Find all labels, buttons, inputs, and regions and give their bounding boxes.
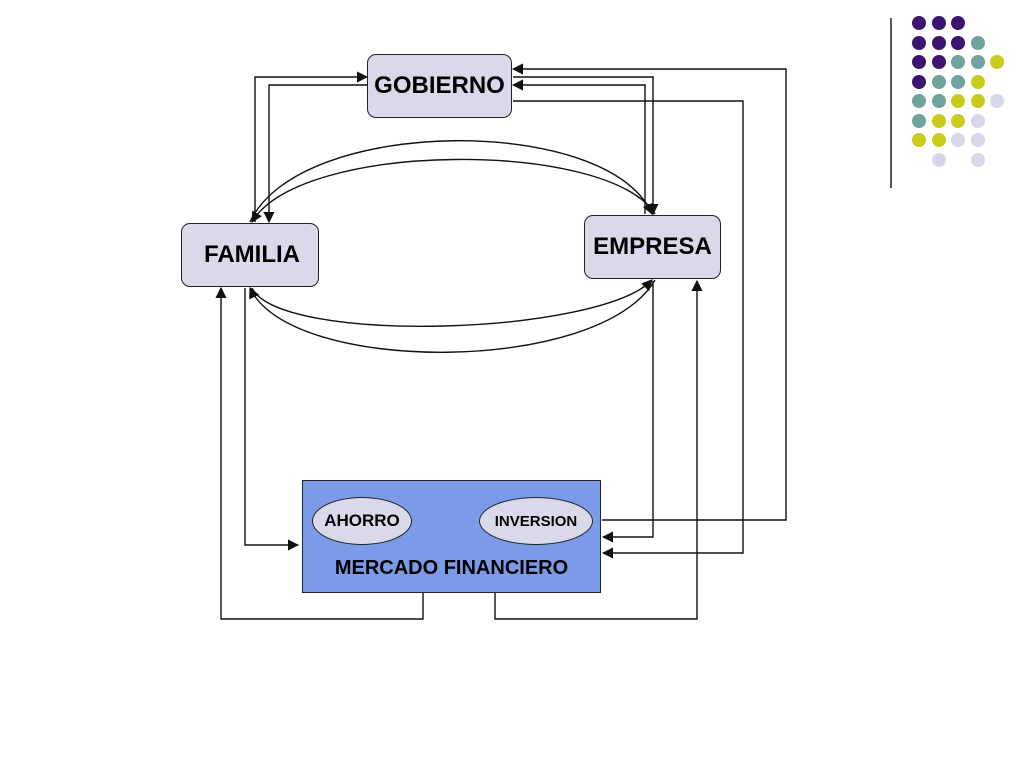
decorative-dot [931,133,946,147]
decorative-dot [990,55,1004,69]
arrow-empresa-to-mercado [601,281,654,543]
arc-familia-to-empresa-outer [249,140,654,223]
node-ahorro: AHORRO [312,497,412,545]
decorative-dot [970,55,985,69]
node-inversion-label: INVERSION [494,512,578,530]
arrow-gobierno-to-empresa [513,76,659,216]
node-gobierno-label: GOBIERNO [374,72,505,99]
decorative-dot [912,35,926,50]
decorative-dot [912,55,926,69]
decorative-dot [990,94,1004,108]
decorative-dot [951,133,965,147]
decorative-dot [970,94,985,108]
decorative-dot [931,113,946,128]
arc-empresa-to-familia-bottom [249,279,656,353]
decorative-dot [970,152,985,167]
decorative-dot [912,74,926,89]
decorative-dot [931,35,946,50]
arrow-mercado-to-gobierno [511,63,787,521]
decorative-divider-line [890,18,892,188]
node-empresa-label: EMPRESA [593,233,712,260]
decorative-dot [931,55,946,69]
node-inversion: INVERSION [479,497,593,545]
decorative-dot [951,113,965,128]
arrow-mercado-to-empresa [494,279,703,620]
arrow-empresa-to-gobierno [511,79,646,214]
decorative-dot [931,16,946,30]
arc-familia-to-empresa-lower [251,279,653,327]
node-mercado-financiero: AHORRO INVERSION MERCADO FINANCIERO [302,480,601,593]
decorative-dot [951,74,965,89]
node-familia: FAMILIA [181,223,319,287]
decorative-dot [912,133,926,147]
decorative-dot [970,133,985,147]
arrow-mercado-to-familia [215,286,424,620]
node-gobierno: GOBIERNO [367,54,512,118]
decorative-dot [970,113,985,128]
decorative-dot [951,55,965,69]
decorative-dot [951,16,965,30]
arc-empresa-to-familia-inner [251,158,656,223]
decorative-dot [931,74,946,89]
decorative-dot [931,94,946,108]
decorative-dot [951,35,965,50]
arrow-gobierno-to-mercado [513,100,744,559]
decorative-dot [912,113,926,128]
decorative-dot [931,152,946,167]
arrow-familia-to-gobierno [254,71,369,222]
node-mercado-financiero-label: MERCADO FINANCIERO [334,557,569,579]
node-familia-label: FAMILIA [204,241,300,268]
decorative-dot [970,74,985,89]
arrow-gobierno-to-familia [263,84,367,224]
decorative-dot [912,16,926,30]
arrow-familia-to-mercado [244,288,300,551]
decorative-dot [951,94,965,108]
node-empresa: EMPRESA [584,215,721,279]
decorative-dot [912,94,926,108]
decorative-dot [970,35,985,50]
node-ahorro-label: AHORRO [324,511,400,530]
